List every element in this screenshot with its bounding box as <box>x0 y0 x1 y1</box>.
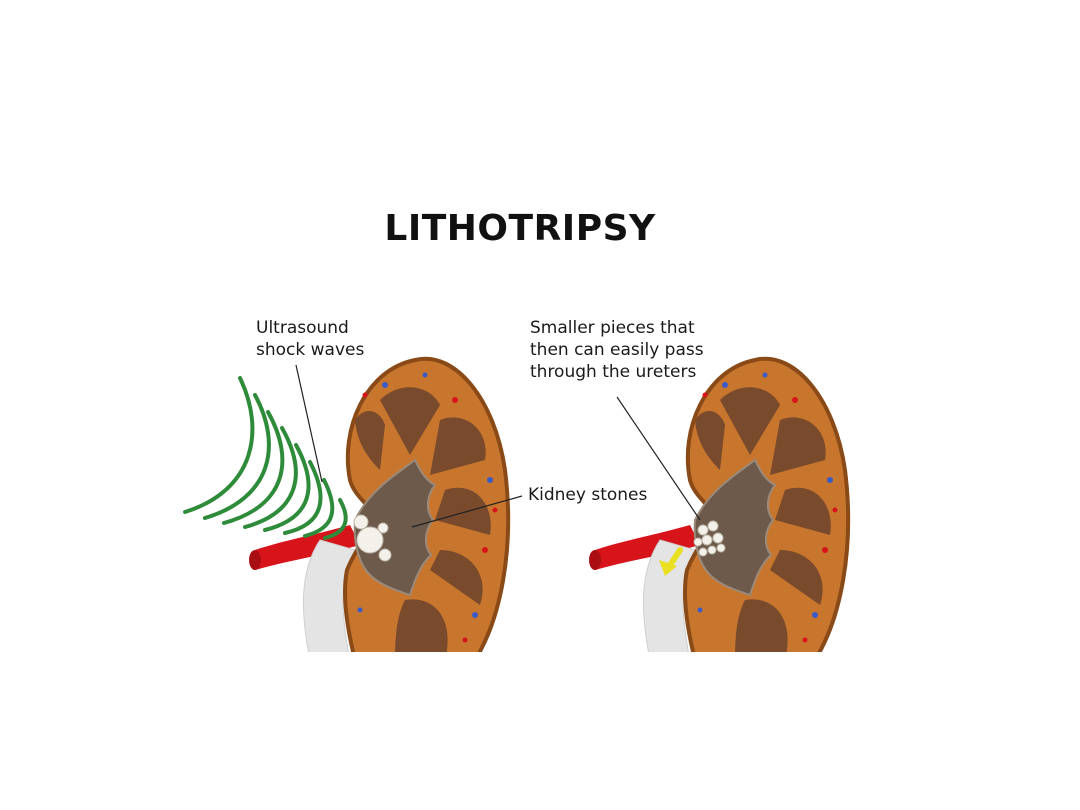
label-line: shock waves <box>256 340 365 360</box>
kidney-left <box>247 356 511 652</box>
shock-waves-icon <box>183 376 348 540</box>
label-smaller-pieces: Smaller pieces that then can easily pass… <box>530 317 704 383</box>
stone-fragments-right <box>693 520 726 557</box>
label-line: Smaller pieces that <box>530 318 695 338</box>
label-kidney-stones: Kidney stones <box>528 485 648 505</box>
label-ultrasound-shock-waves: Ultrasound shock waves <box>256 317 364 361</box>
kidney-right <box>587 356 851 652</box>
leader-line-smaller-pieces <box>616 396 701 521</box>
kidney-stones-left <box>353 514 392 562</box>
page-title: LITHOTRIPSY <box>384 208 656 249</box>
leader-line-ultrasound <box>295 364 323 483</box>
label-line: then can easily pass <box>530 340 704 360</box>
leader-line-kidney-stones <box>411 495 523 528</box>
label-line: through the ureters <box>530 362 697 382</box>
arrow-down-icon <box>659 547 683 576</box>
label-line: Ultrasound <box>256 318 349 338</box>
